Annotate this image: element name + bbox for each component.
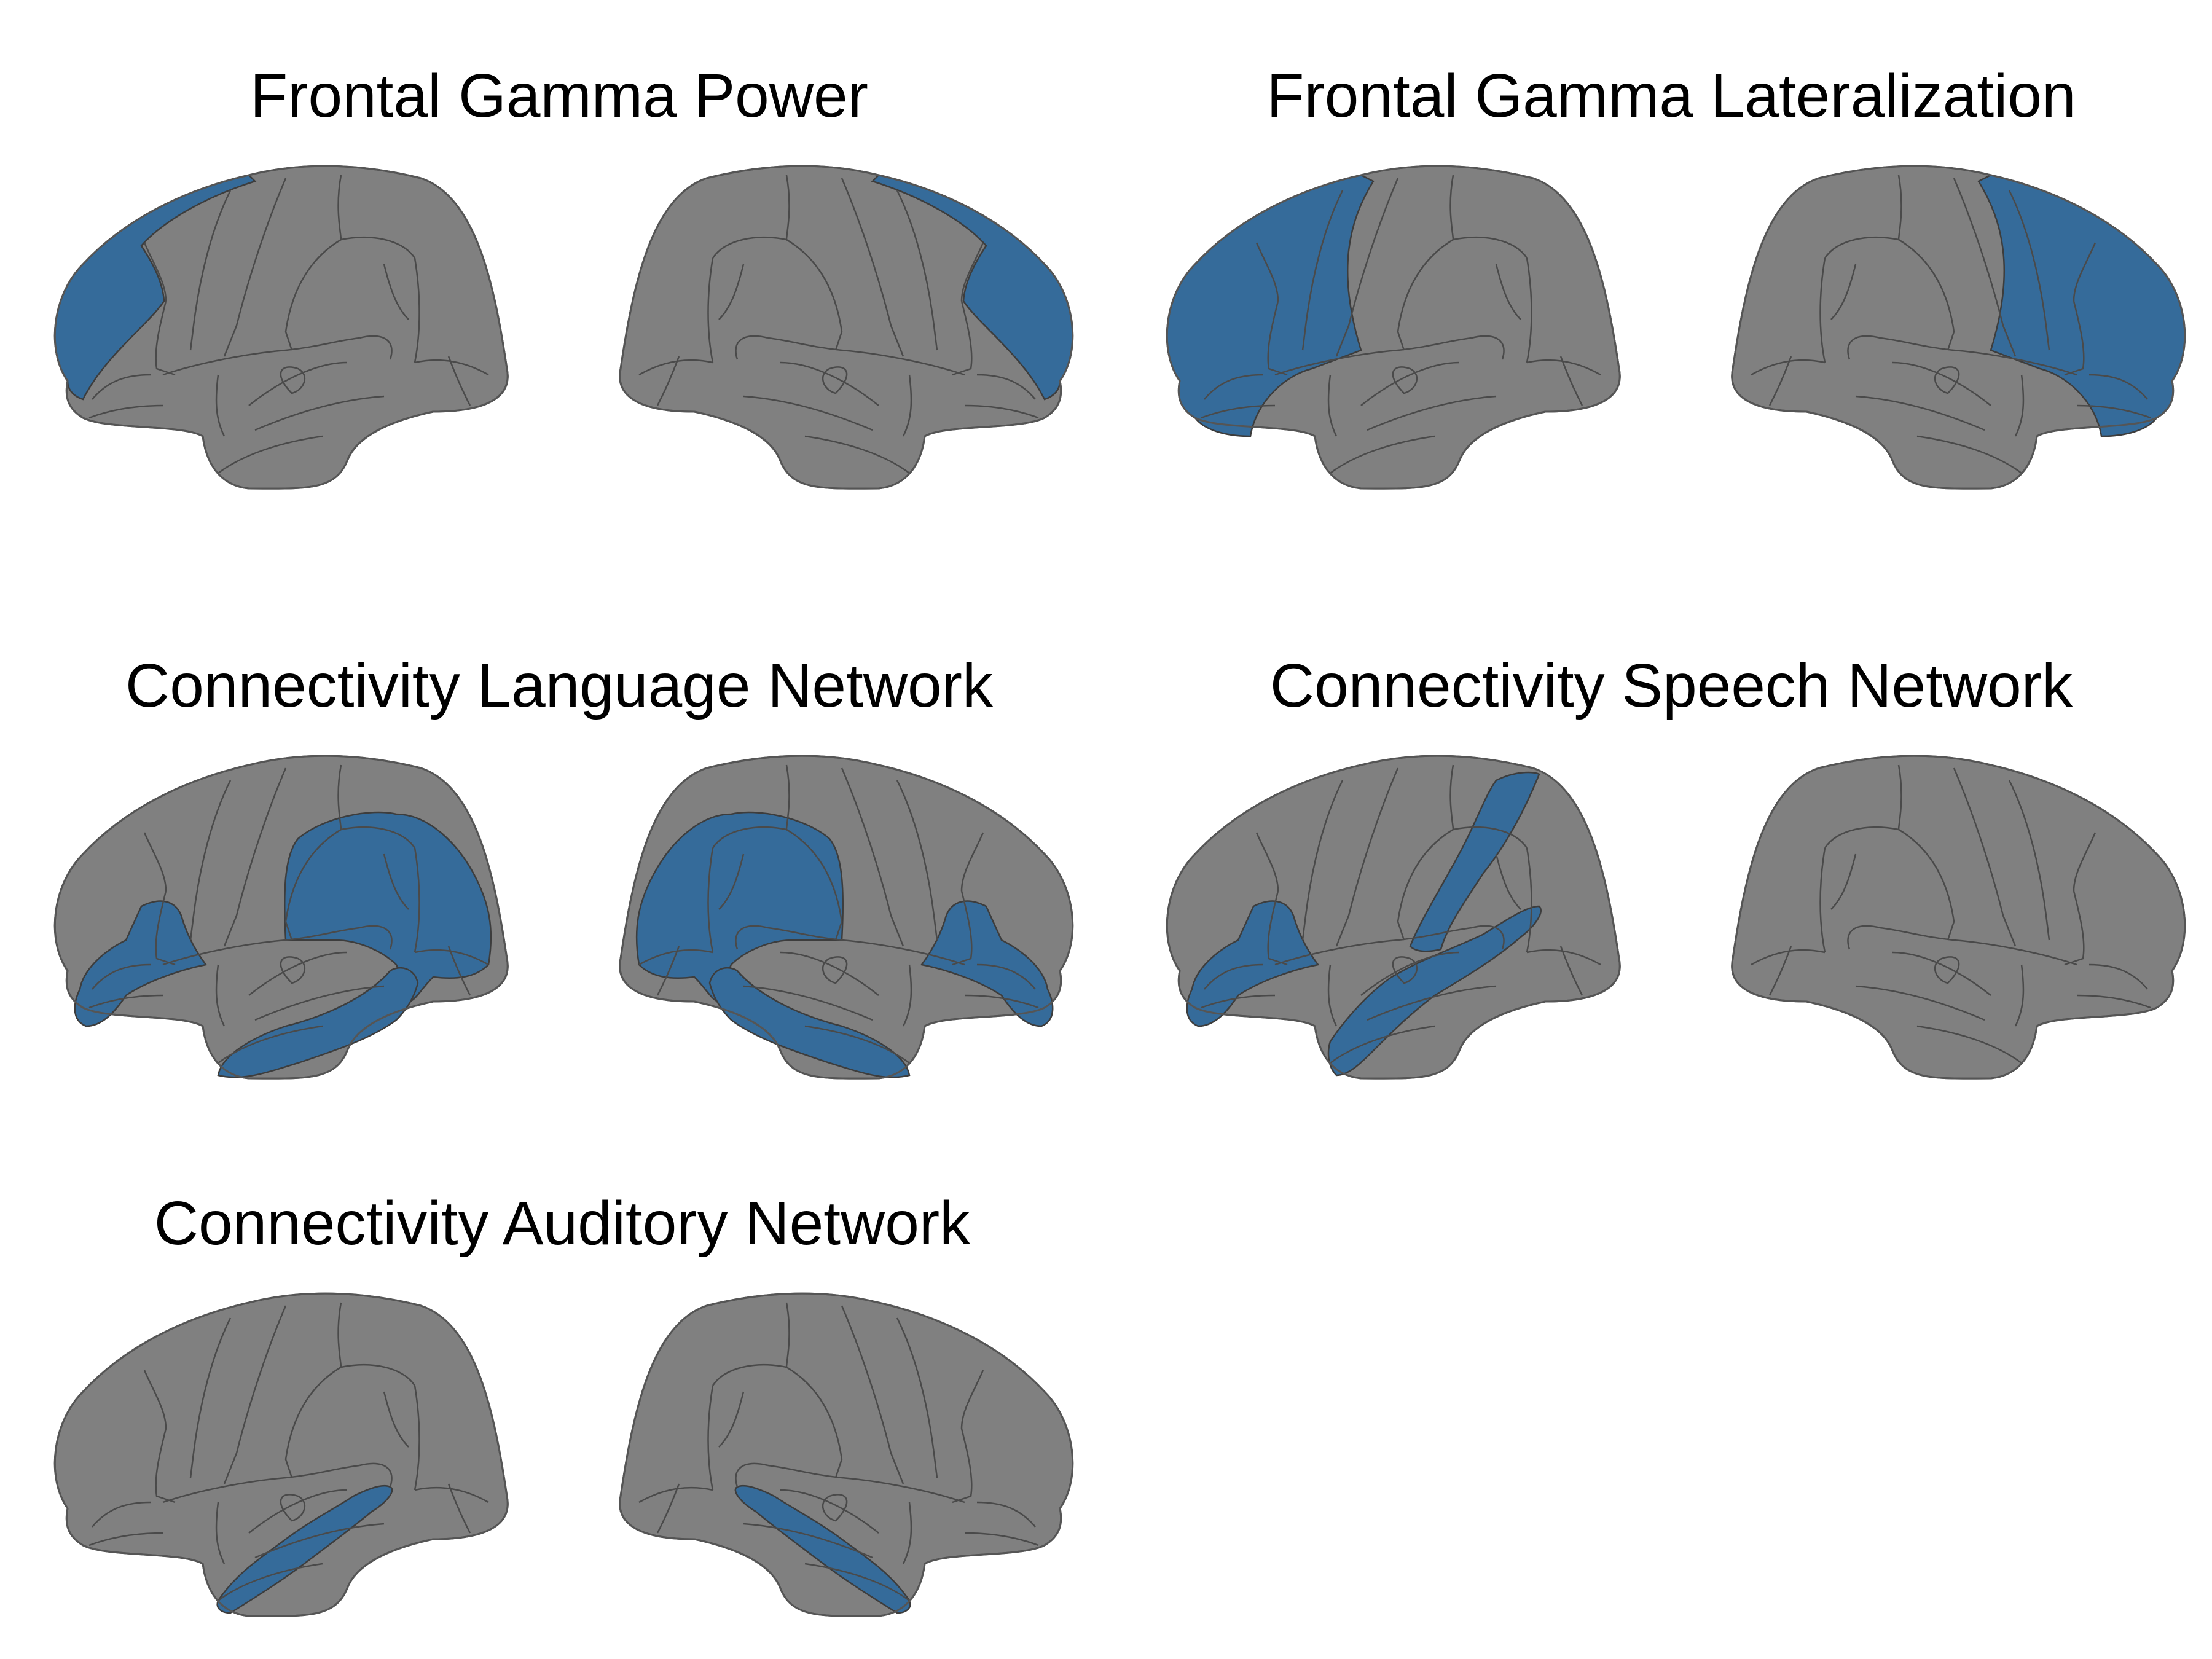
- left-hemisphere: [1166, 755, 1621, 1080]
- right-hemisphere: [619, 165, 1074, 490]
- panel-connectivity-language-network: Connectivity Language Network: [53, 651, 1074, 1080]
- left-hemisphere: [53, 1292, 509, 1617]
- panel-title: Connectivity Auditory Network: [154, 1189, 971, 1258]
- right-hemisphere: [619, 1292, 1074, 1617]
- panel-connectivity-speech-network: Connectivity Speech Network: [1166, 651, 2186, 1080]
- panel-title: Frontal Gamma Lateralization: [1266, 61, 2076, 130]
- cortex-surface: [1731, 755, 2186, 1080]
- right-hemisphere: [619, 755, 1074, 1080]
- panel-frontal-gamma-lateralization: Frontal Gamma Lateralization: [1166, 61, 2186, 490]
- right-hemisphere: [1731, 165, 2186, 490]
- left-hemisphere: [53, 165, 509, 490]
- panel-title: Frontal Gamma Power: [250, 61, 868, 130]
- panel-connectivity-auditory-network: Connectivity Auditory Network: [53, 1189, 1074, 1617]
- panel-title: Connectivity Speech Network: [1270, 651, 2073, 720]
- right-hemisphere: [1731, 755, 2186, 1080]
- panel-frontal-gamma-power: Frontal Gamma Power: [53, 61, 1074, 490]
- left-hemisphere: [53, 755, 509, 1080]
- panel-title: Connectivity Language Network: [125, 651, 994, 720]
- left-hemisphere: [1166, 165, 1621, 490]
